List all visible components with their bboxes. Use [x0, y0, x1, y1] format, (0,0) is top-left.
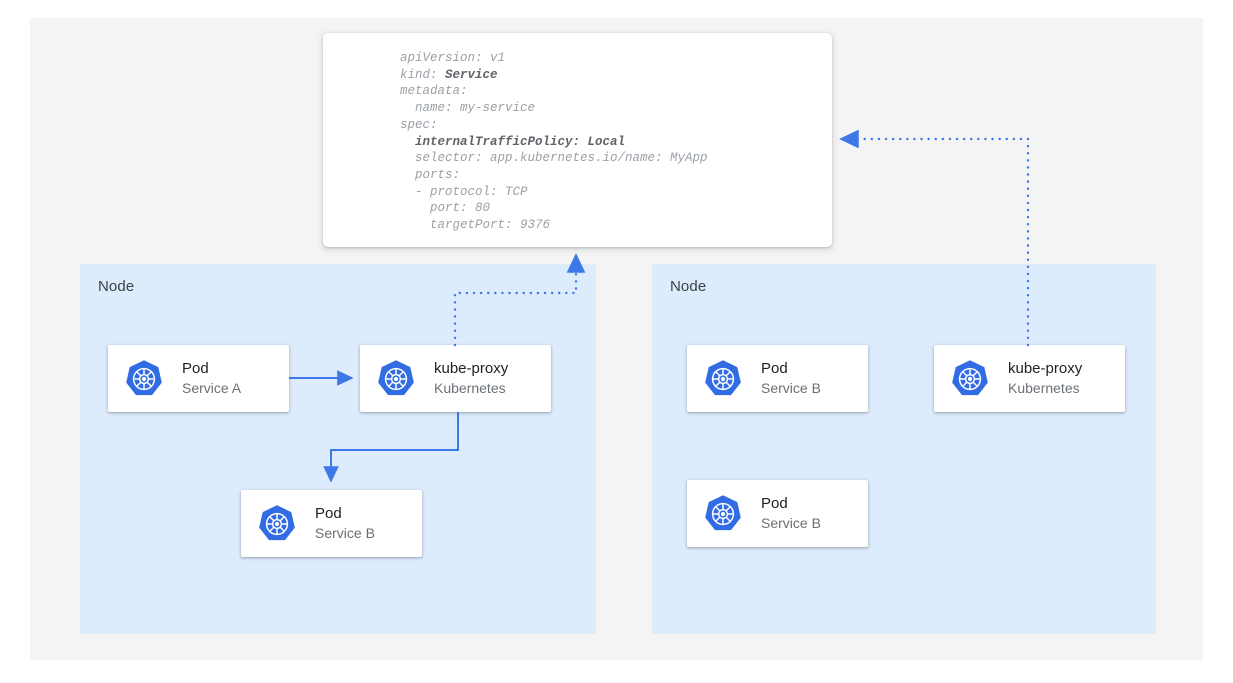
card-subtitle: Service B — [761, 379, 821, 396]
service-manifest-code: apiVersion: v1 kind: Service metadata: n… — [400, 51, 708, 233]
kubernetes-icon — [948, 357, 992, 401]
card-title: Pod — [761, 359, 788, 377]
card-title: Pod — [182, 359, 209, 377]
card-subtitle: Kubernetes — [434, 379, 506, 396]
card-pod-service-b-left[interactable]: Pod Service B — [241, 490, 422, 557]
card-kube-proxy-right[interactable]: kube-proxy Kubernetes — [934, 345, 1125, 412]
card-title: Pod — [761, 494, 788, 512]
card-text: kube-proxy Kubernetes — [434, 360, 508, 397]
kubernetes-icon — [374, 357, 418, 401]
kubernetes-icon — [701, 357, 745, 401]
card-subtitle: Service B — [761, 514, 821, 531]
card-kube-proxy-left[interactable]: kube-proxy Kubernetes — [360, 345, 551, 412]
node-group-left: Node — [80, 264, 596, 634]
diagram-canvas: Node Node — [30, 18, 1203, 660]
card-text: Pod Service B — [761, 495, 821, 532]
card-title: kube-proxy — [1008, 359, 1083, 377]
card-pod-service-a[interactable]: Pod Service A — [108, 345, 289, 412]
kubernetes-icon — [255, 502, 299, 546]
card-pod-service-b-right-top[interactable]: Pod Service B — [687, 345, 868, 412]
card-subtitle: Kubernetes — [1008, 379, 1080, 396]
service-manifest-card: apiVersion: v1 kind: Service metadata: n… — [323, 33, 832, 247]
card-text: Pod Service A — [182, 360, 241, 397]
node-right-label: Node — [670, 278, 707, 295]
card-text: Pod Service B — [315, 505, 375, 542]
card-title: Pod — [315, 504, 342, 522]
card-subtitle: Service B — [315, 524, 375, 541]
node-left-label: Node — [98, 278, 135, 295]
card-text: kube-proxy Kubernetes — [1008, 360, 1082, 397]
node-group-right: Node — [652, 264, 1156, 634]
kubernetes-icon — [701, 492, 745, 536]
card-text: Pod Service B — [761, 360, 821, 397]
card-title: kube-proxy — [434, 359, 509, 377]
kubernetes-icon — [122, 357, 166, 401]
card-subtitle: Service A — [182, 379, 242, 396]
card-pod-service-b-right-bottom[interactable]: Pod Service B — [687, 480, 868, 547]
